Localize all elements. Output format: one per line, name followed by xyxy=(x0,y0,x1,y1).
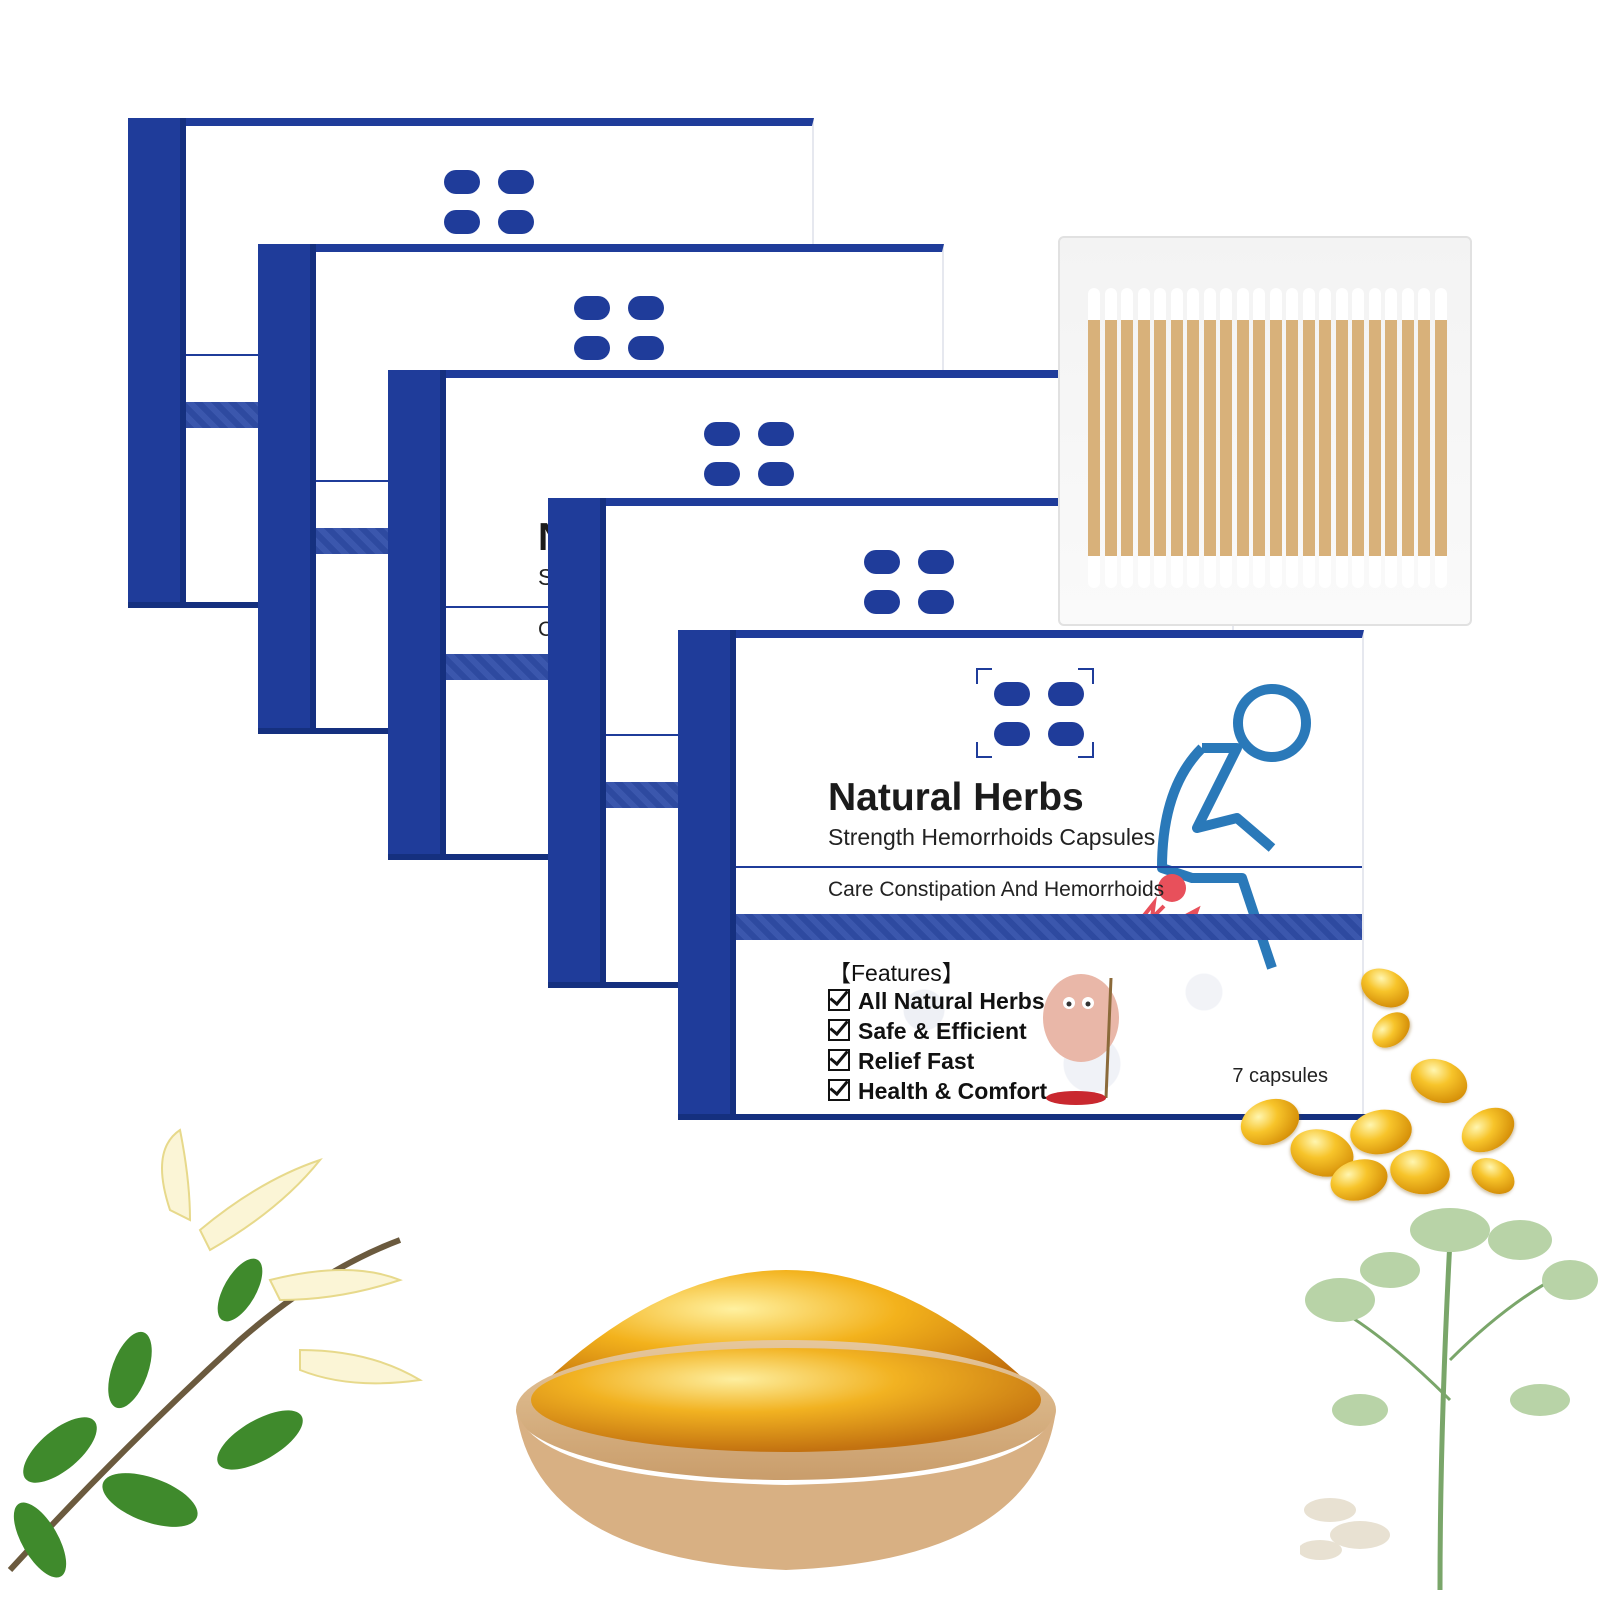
cotton-swab xyxy=(1434,288,1447,588)
care-line: Care Constipation And Hemorrhoids xyxy=(828,878,1165,901)
symptom-icons xyxy=(976,668,1094,758)
cotton-swab xyxy=(1302,288,1315,588)
checkbox-icon xyxy=(828,1079,850,1101)
cotton-swab xyxy=(1352,288,1364,588)
symptom-icons xyxy=(846,536,964,626)
features-heading: 【Features】 xyxy=(828,960,965,986)
cotton-swab xyxy=(1203,288,1216,588)
cotton-swab xyxy=(1236,288,1249,588)
product-box-front: Natural Herbs Strength Hemorrhoids Capsu… xyxy=(678,630,1368,1120)
cotton-swab xyxy=(1385,288,1397,588)
mascot-icon xyxy=(1043,974,1119,1105)
softgel-capsule xyxy=(1453,1098,1523,1162)
feature-item: All Natural Herbs xyxy=(828,988,1045,1015)
cotton-swab xyxy=(1401,288,1414,588)
cotton-swab xyxy=(1368,288,1381,588)
cotton-swab xyxy=(1286,288,1298,588)
checkbox-icon xyxy=(828,989,850,1011)
cotton-swab xyxy=(1269,288,1282,588)
cotton-swab-pack xyxy=(1058,236,1472,626)
softgel-capsule xyxy=(1404,1051,1474,1111)
cotton-swab xyxy=(1170,288,1183,588)
cotton-swab xyxy=(1335,288,1348,588)
feature-item: Health & Comfort xyxy=(828,1078,1047,1105)
bubbles-icon xyxy=(1048,682,1084,706)
sitting-person-icon xyxy=(1142,684,1311,970)
cotton-swab xyxy=(1104,288,1117,588)
checkbox-icon xyxy=(828,1019,850,1041)
product-subtitle: Strength Hemorrhoids Capsules xyxy=(828,824,1156,850)
herb-sprig-icon xyxy=(1300,1208,1598,1591)
cotton-swab xyxy=(1154,288,1166,588)
cotton-swab xyxy=(1187,288,1199,588)
capsule-quantity: 7 capsules xyxy=(1232,1065,1328,1087)
product-title: Natural Herbs xyxy=(828,776,1084,819)
cotton-swab xyxy=(1319,288,1331,588)
bleeding-icon xyxy=(994,722,1030,746)
cotton-swab xyxy=(1121,288,1133,588)
cotton-swab xyxy=(1418,288,1430,588)
checkbox-icon xyxy=(828,1049,850,1071)
wooden-bowl-icon xyxy=(516,1270,1056,1570)
softgel-capsule xyxy=(1365,1005,1417,1055)
honeysuckle-plant-icon xyxy=(7,1128,423,1578)
colon-icon xyxy=(994,682,1030,706)
feature-item: Safe & Efficient xyxy=(828,1018,1027,1045)
cotton-swab xyxy=(1088,288,1100,588)
inflammation-icon xyxy=(1048,722,1084,746)
symptom-icons xyxy=(426,156,544,246)
cotton-swab xyxy=(1137,288,1150,588)
symptom-icons xyxy=(556,282,674,372)
feature-item: Relief Fast xyxy=(828,1048,974,1075)
cotton-swab xyxy=(1253,288,1265,588)
cotton-swab xyxy=(1220,288,1232,588)
symptom-icons xyxy=(686,408,804,498)
